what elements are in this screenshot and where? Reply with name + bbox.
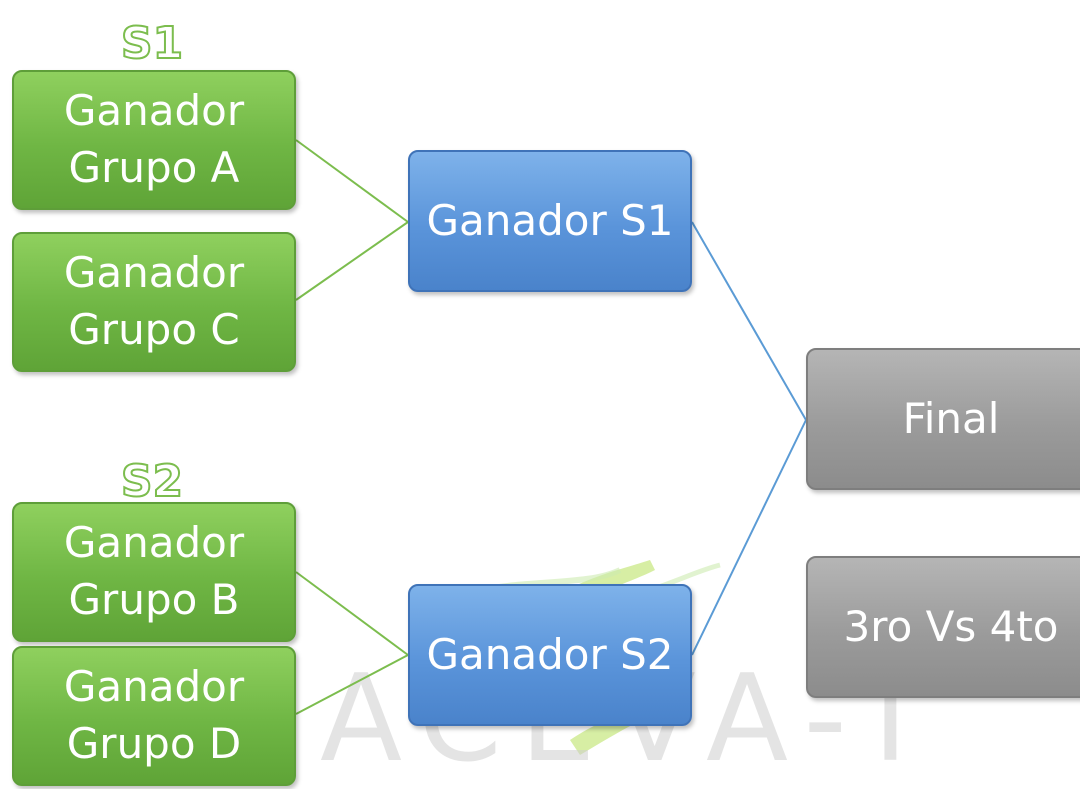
semi-s2-label: Ganador S2 xyxy=(426,629,674,679)
connector-group-a-to-s1 xyxy=(295,139,409,223)
group-c-box: Ganador Grupo C xyxy=(12,232,296,372)
semi-s1-box: Ganador S1 xyxy=(408,150,692,292)
group-b-box: Ganador Grupo B xyxy=(12,502,296,642)
group-d-box: Ganador Grupo D xyxy=(12,646,296,786)
section-label-s1: S1 xyxy=(120,18,184,69)
group-a-box: Ganador Grupo A xyxy=(12,70,296,210)
connector-s1-to-final xyxy=(691,221,807,421)
group-b-line1: Ganador xyxy=(63,518,245,568)
final-label: Final xyxy=(902,393,1000,443)
final-box: Final xyxy=(806,348,1080,490)
connector-group-b-to-s2 xyxy=(295,571,409,656)
semi-s1-label: Ganador S1 xyxy=(426,195,674,245)
group-b-line2: Grupo B xyxy=(68,575,240,624)
third-place-box: 3ro Vs 4to xyxy=(806,556,1080,698)
group-d-line2: Grupo D xyxy=(66,719,242,768)
group-c-line2: Grupo C xyxy=(68,305,240,354)
group-a-line1: Ganador xyxy=(63,86,245,136)
group-c-line1: Ganador xyxy=(63,248,245,298)
connector-group-c-to-s1 xyxy=(295,221,409,301)
semi-s2-box: Ganador S2 xyxy=(408,584,692,726)
connector-s2-to-final xyxy=(691,419,807,656)
third-place-label: 3ro Vs 4to xyxy=(843,601,1059,651)
section-label-s2: S2 xyxy=(120,456,184,507)
connector-group-d-to-s2 xyxy=(295,654,409,715)
group-d-line1: Ganador xyxy=(63,662,245,712)
group-a-line2: Grupo A xyxy=(68,143,240,192)
